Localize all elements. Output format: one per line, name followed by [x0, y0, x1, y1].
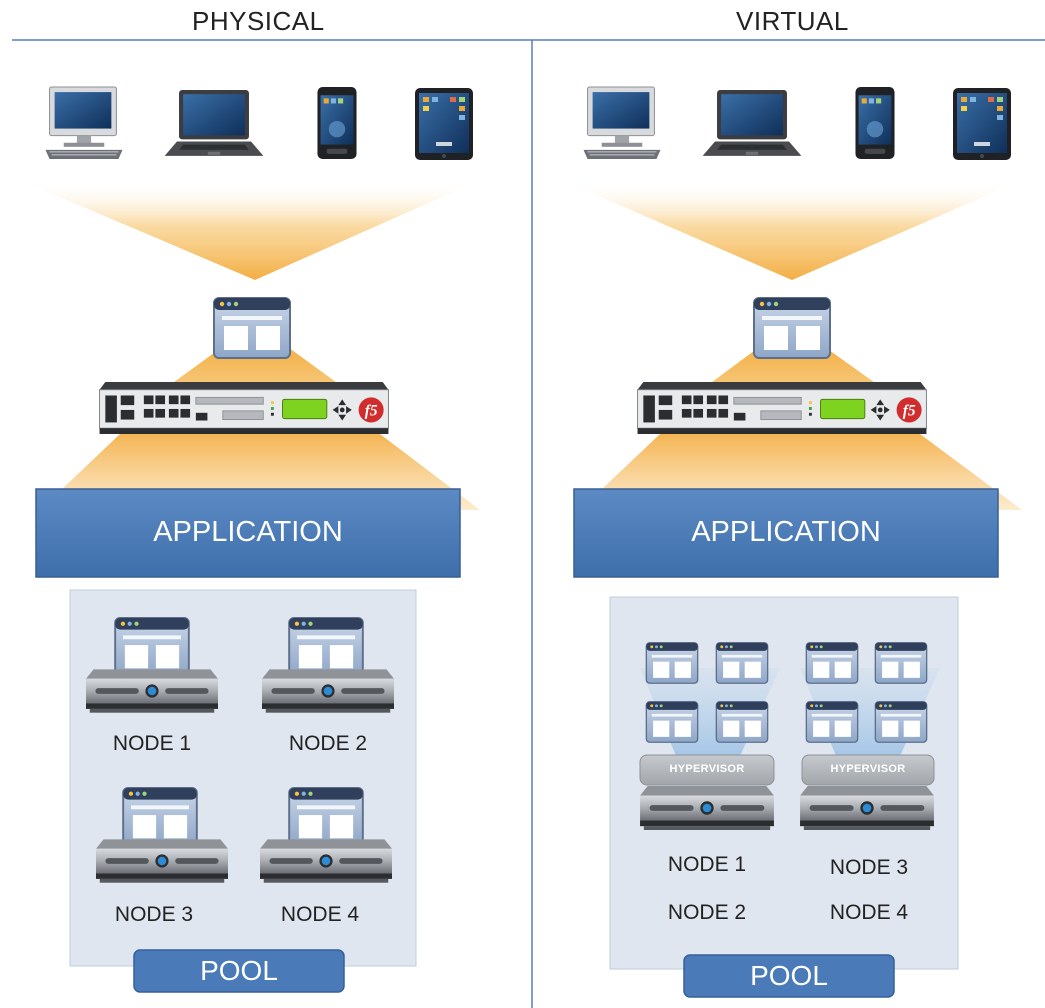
vm-app-icon	[874, 642, 928, 684]
appliance-beam	[708, 345, 878, 385]
physical-node-1-label: NODE 1	[112, 732, 192, 755]
virtual-application-label: APPLICATION	[691, 516, 881, 548]
physical-node-2-label: NODE 2	[288, 732, 368, 755]
physical-title: PHYSICAL	[192, 6, 325, 36]
vm-app-icon	[805, 701, 859, 743]
client-traffic-beam	[562, 180, 1022, 280]
tablet-icon	[953, 88, 1011, 160]
tablet-icon	[415, 88, 473, 160]
host-server-icon-left	[640, 786, 774, 830]
hypervisor-bar-right	[801, 754, 935, 786]
virtual-pool-label: POOL	[750, 960, 828, 991]
node-3-app-icon	[122, 786, 198, 848]
node-1-app-icon	[114, 616, 190, 678]
client-traffic-beam	[20, 180, 480, 280]
vm-app-icon	[645, 701, 699, 743]
node-1-server-icon	[86, 669, 218, 713]
application-window-icon	[752, 296, 832, 360]
vm-app-icon	[715, 701, 769, 743]
hypervisor-label-right: HYPERVISOR	[830, 763, 906, 775]
host-server-icon-right	[800, 786, 934, 830]
hypervisor-bar-left	[639, 754, 775, 786]
pool-badge	[133, 949, 345, 993]
desktop-icon	[582, 86, 662, 160]
pool-badge	[683, 954, 895, 998]
application-window-icon	[212, 296, 292, 360]
node-2-app-icon	[288, 616, 364, 678]
desktop-icon	[44, 86, 124, 160]
physical-pool-label: POOL	[200, 955, 278, 986]
virtual-panel	[562, 86, 1022, 998]
f5-appliance	[99, 382, 389, 434]
virtual-node-2-label: NODE 2	[667, 901, 747, 924]
node-2-server-icon	[262, 669, 394, 713]
node-4-app-icon	[288, 786, 364, 848]
application-box	[573, 488, 999, 578]
virtual-node-3-label: NODE 3	[829, 856, 909, 879]
laptop-icon	[702, 90, 802, 156]
smartphone-icon	[317, 87, 357, 159]
virtual-title: VIRTUAL	[736, 6, 849, 36]
appliance-beam	[170, 345, 340, 385]
physical-node-3-label: NODE 3	[114, 903, 194, 926]
physical-panel	[20, 86, 480, 993]
hypervisor-label-left: HYPERVISOR	[669, 763, 745, 775]
physical-node-4-label: NODE 4	[280, 903, 360, 926]
physical-application-label: APPLICATION	[153, 516, 343, 548]
f5-appliance	[637, 382, 927, 434]
vm-app-icon	[715, 642, 769, 684]
vm-app-icon	[645, 642, 699, 684]
node-4-server-icon	[260, 839, 392, 883]
virtual-node-1-label: NODE 1	[667, 853, 747, 876]
laptop-icon	[164, 90, 264, 156]
vm-app-icon	[874, 701, 928, 743]
vm-app-icon	[805, 642, 859, 684]
node-3-server-icon	[96, 839, 228, 883]
smartphone-icon	[855, 87, 895, 159]
virtual-node-4-label: NODE 4	[829, 901, 909, 924]
application-box	[35, 488, 461, 578]
